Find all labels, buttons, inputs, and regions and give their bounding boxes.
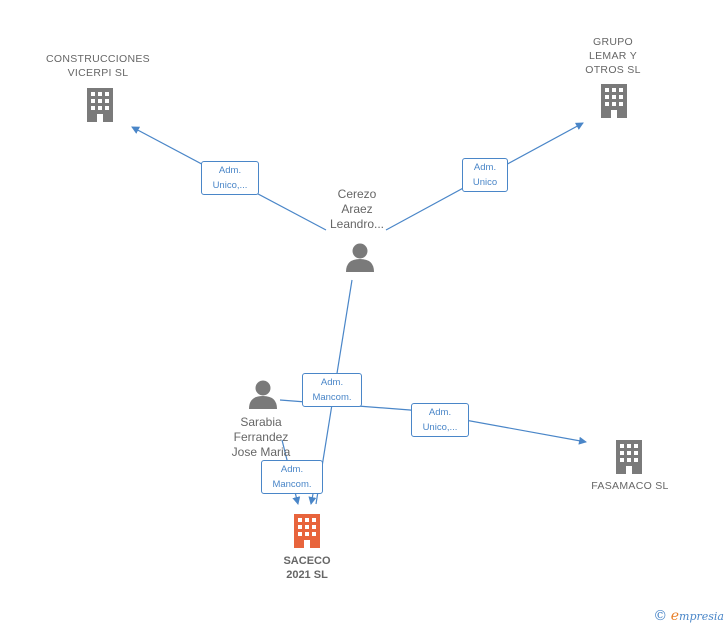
node-grupo-label[interactable]: GRUPO LEMAR Y OTROS SL [585, 36, 641, 76]
edge-label-sarabia-saceco: Adm. Mancom. [261, 460, 323, 494]
node-construcciones-label[interactable]: CONSTRUCCIONES VICERPI SL [46, 53, 150, 79]
building-icon [616, 440, 642, 474]
building-icon [601, 84, 627, 118]
edge-label-cerezo-saceco: Adm. Mancom. [302, 373, 362, 407]
person-icon [249, 380, 277, 409]
building-icon-focus [294, 514, 320, 548]
brand-footer: © empresia [653, 608, 724, 624]
node-sarabia-label[interactable]: Sarabia Ferrandez Jose Maria [231, 415, 291, 459]
edge-cerezo-saceco-arrow [308, 493, 317, 505]
edge-label-sarabia-fasamaco: Adm. Unico,... [411, 403, 469, 437]
building-icon [87, 88, 113, 122]
node-cerezo-label[interactable]: Cerezo Araez Leandro... [329, 187, 385, 231]
node-saceco-label[interactable]: SACECO 2021 SL [283, 555, 331, 581]
node-fasamaco-label[interactable]: FASAMACO SL [591, 480, 669, 492]
edge-label-cerezo-construcciones: Adm. Unico,... [201, 161, 259, 195]
copyright-icon: © [653, 608, 668, 624]
edge-label-cerezo-grupo: Adm. Unico [462, 158, 508, 192]
brand-logo-initial: e [670, 608, 680, 624]
brand-logo-text: mpresia [679, 610, 724, 623]
person-icon [346, 243, 374, 272]
